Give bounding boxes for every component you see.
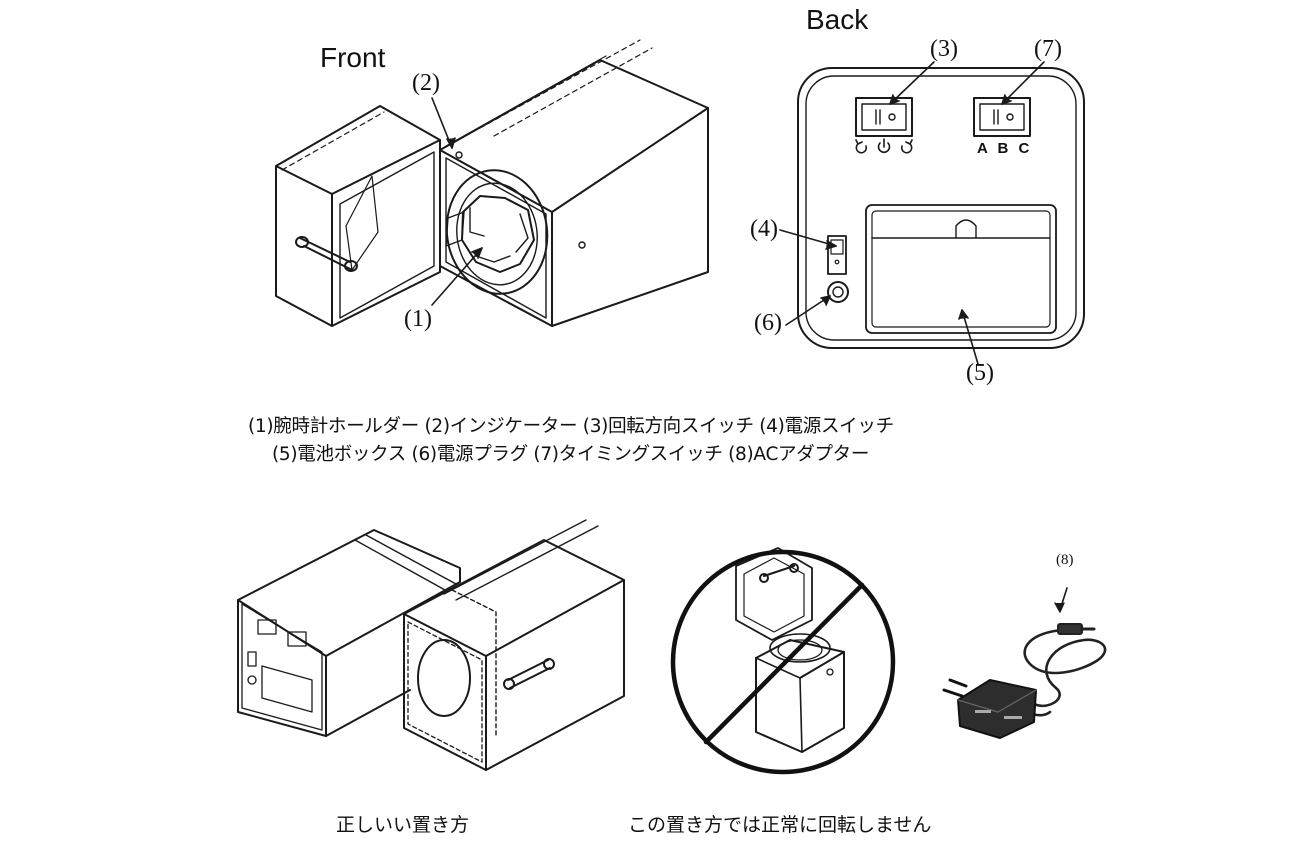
callout-timing-switch: (7) xyxy=(1034,36,1062,62)
callout-battery-box: (5) xyxy=(966,360,994,386)
callout-power-switch: (4) xyxy=(750,216,778,242)
rotate-cw-icon xyxy=(900,139,913,154)
callout-ac-adapter: (8) xyxy=(1056,552,1074,568)
power-icon xyxy=(877,138,891,154)
front-title: Front xyxy=(320,42,386,73)
correct-placement-drawing xyxy=(237,519,625,771)
caption-correct-placement: 正しいい置き方 xyxy=(336,814,470,836)
callout-indicator: (2) xyxy=(412,70,440,96)
front-view-drawing xyxy=(275,39,709,327)
legend-line-1: (1)腕時計ホールダー (2)インジケーター (3)回転方向スイッチ (4)電源… xyxy=(248,416,894,437)
rotate-ccw-icon xyxy=(855,139,868,154)
callout-direction-switch: (3) xyxy=(930,36,958,62)
legend-line-2: (5)電池ボックス (6)電源プラグ (7)タイミングスイッチ (8)ACアダプ… xyxy=(272,444,870,465)
ac-adapter-drawing xyxy=(942,587,1107,739)
callout-power-plug: (6) xyxy=(754,310,782,336)
back-callout-arrows xyxy=(779,61,1045,365)
callout-watch-holder: (1) xyxy=(404,306,432,332)
timing-switch-label: A B C xyxy=(977,140,1033,157)
front-callout-arrows xyxy=(431,97,483,306)
incorrect-placement-drawing xyxy=(735,547,845,753)
back-title: Back xyxy=(806,4,869,35)
prohibited-icon xyxy=(670,549,896,775)
back-view-drawing xyxy=(797,67,1085,349)
caption-incorrect-placement: この置き方では正常に回転しません xyxy=(628,814,932,836)
